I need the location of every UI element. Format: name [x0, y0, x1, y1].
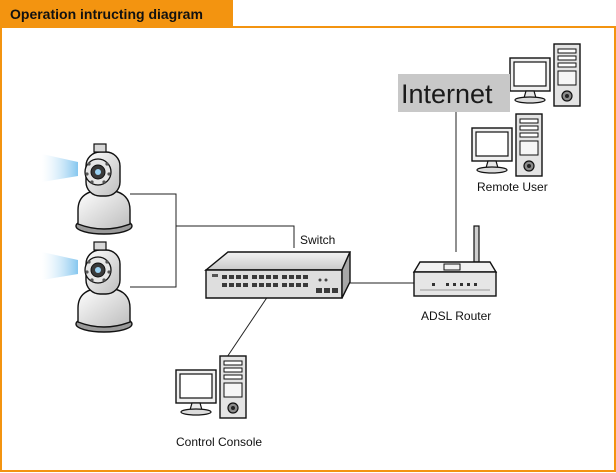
- desktop-computer-icon: [175, 355, 247, 419]
- adsl-router-icon: [412, 225, 498, 297]
- diagram-frame: [0, 26, 616, 472]
- ip-camera-icon: [41, 241, 133, 333]
- ip-camera-icon: [41, 143, 133, 235]
- internet-label-bg: [398, 74, 510, 112]
- switch-label: Switch: [300, 233, 335, 247]
- camera-top-link: [130, 193, 177, 288]
- connection-lines: [130, 112, 457, 367]
- diagram-title: Operation intructing diagram: [0, 0, 233, 28]
- remote-user-label: Remote User: [477, 180, 548, 194]
- adsl-router-label: ADSL Router: [421, 309, 491, 323]
- camera-switch-link: [176, 225, 295, 248]
- control-console-label: Control Console: [176, 435, 262, 449]
- internet-label: Internet: [401, 79, 493, 109]
- desktop-computer-icon: [509, 43, 581, 107]
- desktop-computer-icon: [471, 113, 543, 177]
- network-switch-icon: [204, 251, 352, 299]
- switch-console-link: [220, 295, 269, 367]
